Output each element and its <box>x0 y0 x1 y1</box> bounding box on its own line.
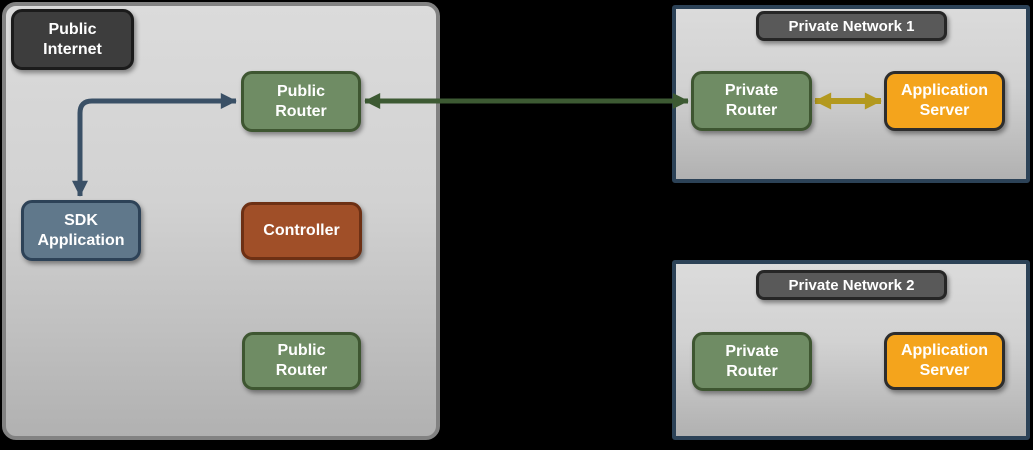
private-router-2-node: Private Router <box>692 332 812 391</box>
private-network-2-title: Private Network 2 <box>756 270 947 300</box>
public-router-top-node: Public Router <box>241 71 361 132</box>
sdk-application-node: SDK Application <box>21 200 141 261</box>
private-router-1-node: Private Router <box>691 71 812 131</box>
controller-node: Controller <box>241 202 362 260</box>
application-server-1-node: Application Server <box>884 71 1005 131</box>
private-network-1-title: Private Network 1 <box>756 11 947 41</box>
public-router-bottom-node: Public Router <box>242 332 361 390</box>
application-server-2-node: Application Server <box>884 332 1005 390</box>
public-internet-label: Public Internet <box>11 9 134 70</box>
